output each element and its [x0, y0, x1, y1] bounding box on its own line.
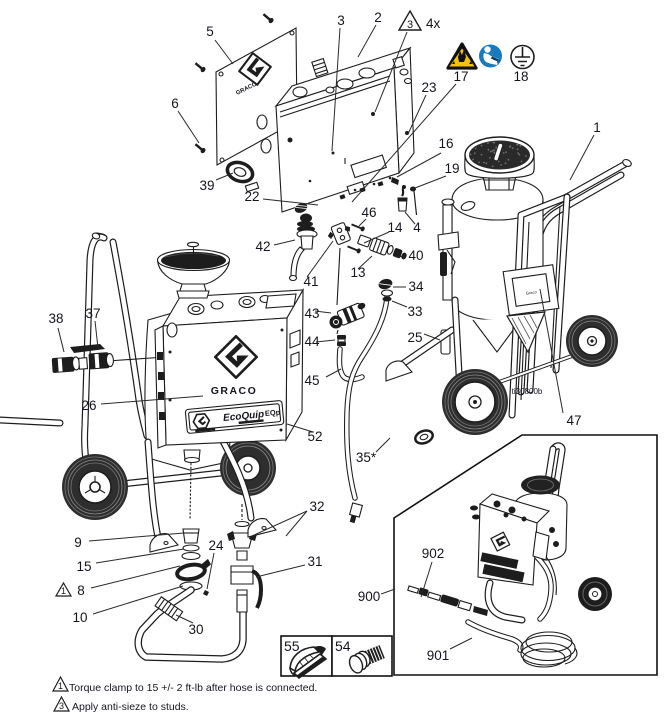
- svg-text:17: 17: [453, 69, 468, 84]
- svg-text:15: 15: [76, 559, 91, 574]
- svg-text:3: 3: [407, 19, 413, 31]
- svg-text:52: 52: [307, 429, 322, 444]
- svg-text:34: 34: [408, 279, 424, 294]
- svg-text:9: 9: [74, 535, 82, 550]
- svg-text:43: 43: [304, 306, 319, 321]
- svg-text:41: 41: [303, 274, 318, 289]
- svg-text:25: 25: [407, 330, 422, 345]
- svg-text:30: 30: [188, 622, 203, 637]
- svg-text:47: 47: [566, 413, 581, 428]
- svg-text:42: 42: [255, 239, 270, 254]
- svg-text:901: 901: [427, 648, 450, 663]
- svg-text:19: 19: [444, 161, 459, 176]
- svg-text:45: 45: [304, 373, 319, 388]
- svg-text:55: 55: [284, 638, 300, 654]
- svg-text:37: 37: [85, 306, 100, 321]
- svg-text:18: 18: [513, 69, 528, 84]
- svg-text:Graco: Graco: [526, 289, 538, 296]
- svg-text:44: 44: [304, 334, 320, 349]
- svg-text:ti30800b: ti30800b: [512, 387, 543, 396]
- svg-text:38: 38: [48, 311, 63, 326]
- svg-text:32: 32: [309, 499, 324, 514]
- svg-text:902: 902: [422, 546, 445, 561]
- svg-text:24: 24: [208, 538, 224, 553]
- svg-text:33: 33: [407, 304, 422, 319]
- svg-text:2: 2: [374, 10, 382, 25]
- svg-text:Apply anti-sieze to studs.: Apply anti-sieze to studs.: [72, 701, 189, 713]
- svg-text:23: 23: [421, 80, 436, 95]
- svg-text:13: 13: [350, 265, 365, 280]
- svg-text:4: 4: [413, 220, 421, 235]
- svg-text:EQp: EQp: [264, 408, 281, 418]
- svg-text:10: 10: [72, 610, 87, 625]
- svg-text:31: 31: [307, 554, 322, 569]
- svg-text:3: 3: [337, 13, 345, 28]
- svg-text:1: 1: [58, 681, 63, 691]
- svg-text:46: 46: [361, 205, 376, 220]
- svg-text:4x: 4x: [426, 16, 441, 31]
- svg-text:1: 1: [61, 586, 66, 596]
- svg-text:3: 3: [59, 701, 64, 711]
- svg-text:39: 39: [199, 178, 214, 193]
- svg-text:6: 6: [171, 96, 179, 111]
- svg-text:Torque clamp to 15 +/- 2 ft-lb: Torque clamp to 15 +/- 2 ft-lb after hos…: [69, 682, 317, 694]
- svg-text:26: 26: [81, 398, 96, 413]
- svg-text:8: 8: [77, 583, 85, 598]
- svg-text:40: 40: [408, 248, 423, 263]
- svg-text:16: 16: [438, 136, 453, 151]
- svg-text:1: 1: [593, 120, 601, 135]
- svg-text:22: 22: [244, 189, 259, 204]
- svg-text:5: 5: [206, 24, 214, 39]
- svg-text:14: 14: [387, 220, 403, 235]
- svg-text:900: 900: [358, 589, 381, 604]
- svg-text:54: 54: [335, 638, 351, 654]
- svg-text:GRACO: GRACO: [211, 385, 258, 397]
- svg-text:35*: 35*: [356, 450, 377, 465]
